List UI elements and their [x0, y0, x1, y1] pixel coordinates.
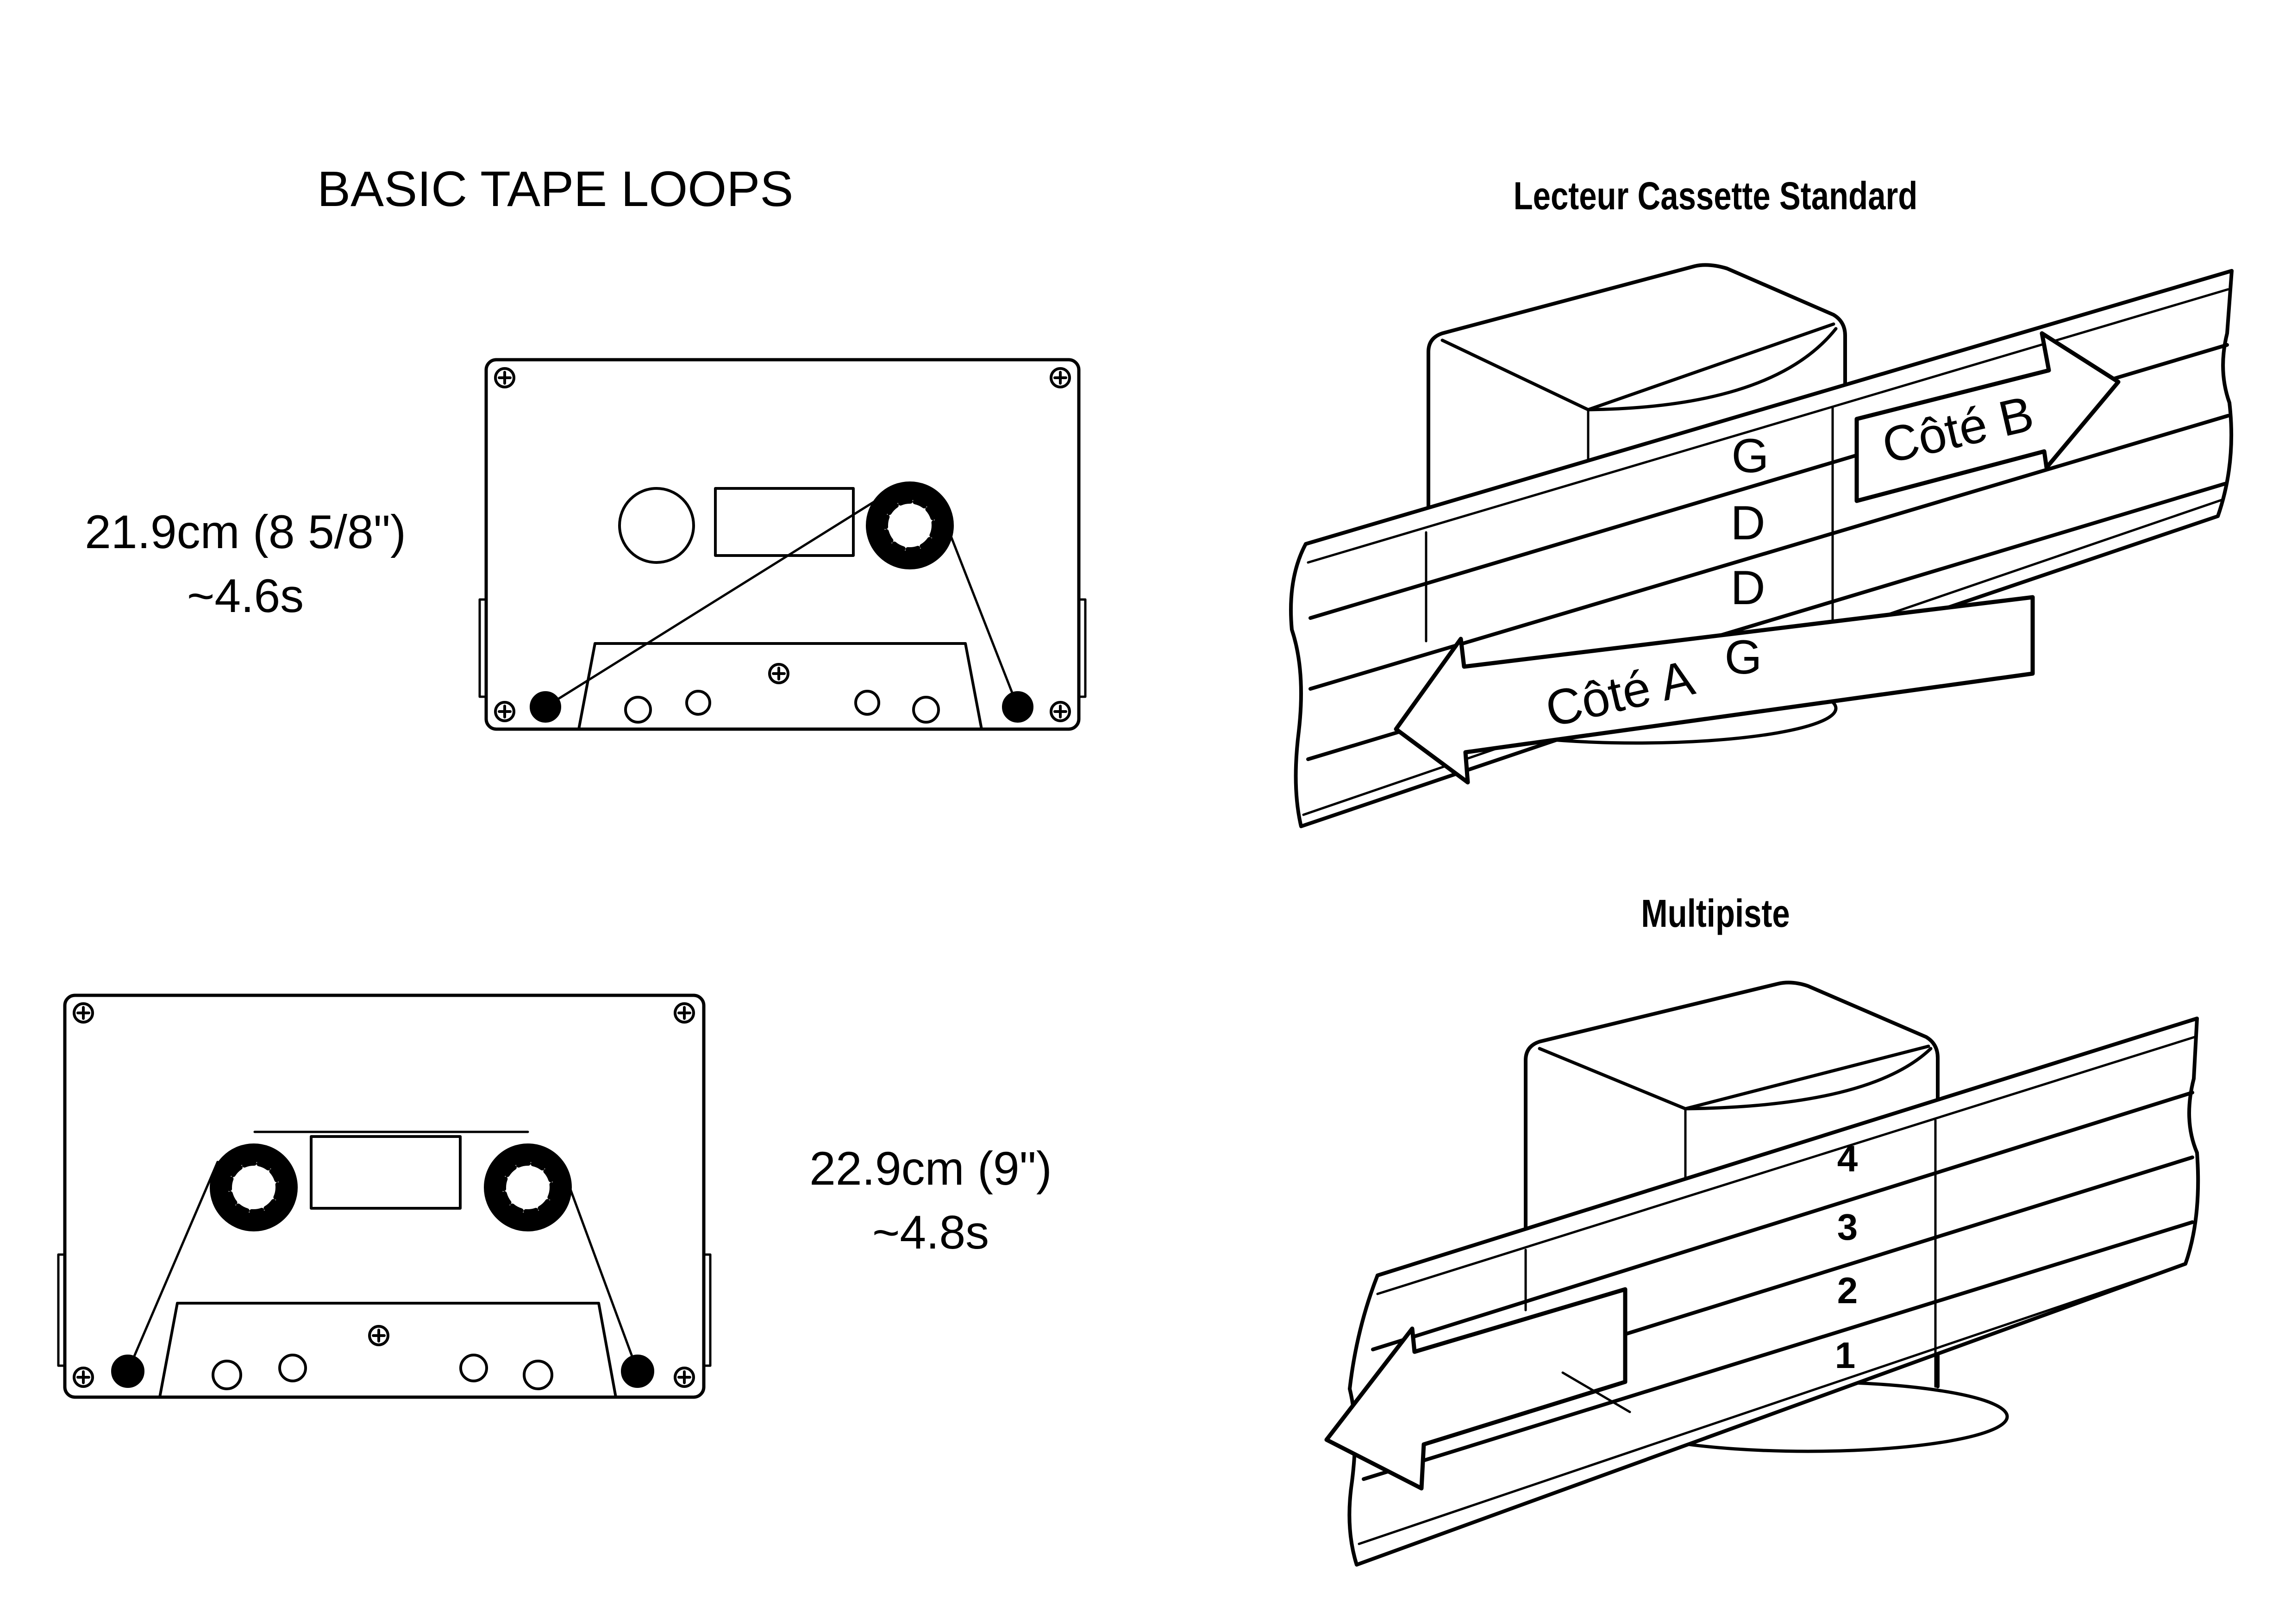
reel-gear-icon	[875, 491, 945, 560]
screw-icon	[495, 702, 514, 721]
standard-head-heading: Lecteur Cassette Standard	[1513, 174, 1918, 218]
tape-loop	[126, 1161, 219, 1373]
track-label-d-upper: D	[1730, 496, 1765, 550]
loop-large-duration: ~4.8s	[872, 1206, 989, 1259]
loop-small-length: 21.9cm (8 5/8")	[85, 506, 406, 558]
screw-icon	[675, 1004, 694, 1022]
reel-gear-icon	[219, 1153, 288, 1222]
screw-icon	[74, 1004, 93, 1022]
loop-large-length: 22.9cm (9")	[809, 1142, 1052, 1195]
cassette-small	[478, 358, 1087, 731]
cassette-large	[57, 993, 712, 1399]
head-opening	[577, 642, 983, 731]
loop-large-label: 22.9cm (9") ~4.8s	[736, 1137, 1125, 1264]
loop-small-label: 21.9cm (8 5/8") ~4.6s	[51, 500, 440, 628]
track-label-g-top: G	[1732, 429, 1769, 483]
center-screw-icon	[369, 1326, 388, 1345]
empty-reel-hub	[618, 487, 695, 564]
page-title: BASIC TAPE LOOPS	[317, 161, 794, 217]
screw-icon	[495, 369, 514, 387]
tape-loop	[942, 516, 1019, 708]
screw-icon	[74, 1368, 93, 1387]
tape-window	[714, 487, 855, 557]
track-label-2: 2	[1837, 1270, 1858, 1311]
track-label-3: 3	[1837, 1206, 1858, 1248]
loop-small-duration: ~4.6s	[187, 569, 304, 622]
screw-icon	[1051, 369, 1070, 387]
center-screw-icon	[770, 664, 788, 683]
tape-loop	[544, 496, 882, 708]
head-opening	[158, 1302, 617, 1399]
reel-gear-icon	[493, 1153, 563, 1222]
screw-icon	[675, 1368, 694, 1387]
screw-icon	[1051, 702, 1070, 721]
multitrack-head-diagram	[1324, 981, 2200, 1567]
track-label-1: 1	[1835, 1335, 1856, 1376]
tape-window	[310, 1135, 462, 1210]
multitrack-head-heading: Multipiste	[1641, 892, 1790, 935]
tape-loop	[560, 1163, 639, 1373]
track-label-g-bottom: G	[1725, 631, 1762, 684]
track-label-4: 4	[1837, 1138, 1858, 1179]
standard-head-diagram	[1289, 263, 2234, 828]
track-label-d-lower: D	[1730, 561, 1765, 615]
